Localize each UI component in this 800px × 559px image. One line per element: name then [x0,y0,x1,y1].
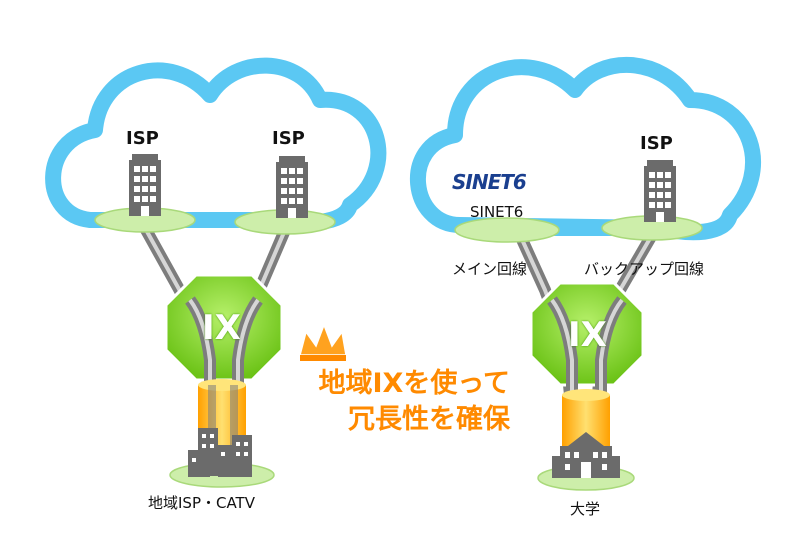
crown-icon [299,322,347,361]
callout-line-1: 地域IXを使って [318,368,510,399]
sinet-node [454,217,560,243]
office-building-icon [129,154,161,216]
university-building-icon [552,432,620,478]
redundancy-callout: 地域IXを使って 冗長性を確保 [300,366,510,438]
left-isp-label-2: ISP [272,128,305,149]
left-bottom-label: 地域ISP・CATV [148,494,255,512]
left-isp-label-1: ISP [126,128,159,149]
right-ix-label: IX [568,315,607,355]
sinet-label: SINET6 [470,203,524,221]
left-ix-label: IX [202,308,241,348]
left-cloud-icon [45,57,387,231]
right-ix-node [529,281,645,395]
backup-line-label: バックアップ回線 [584,260,705,278]
office-building-icon [644,160,676,222]
right-isp-label: ISP [640,133,673,154]
office-building-icon [276,156,308,218]
main-line-label: メイン回線 [452,260,528,278]
sinet6-logo: SINET6 [452,170,527,194]
city-buildings-icon [188,428,252,477]
right-bottom-label: 大学 [570,500,601,518]
callout-line-2: 冗長性を確保 [348,404,510,435]
left-ix-node [164,273,284,385]
right-cloud-icon [410,56,761,241]
